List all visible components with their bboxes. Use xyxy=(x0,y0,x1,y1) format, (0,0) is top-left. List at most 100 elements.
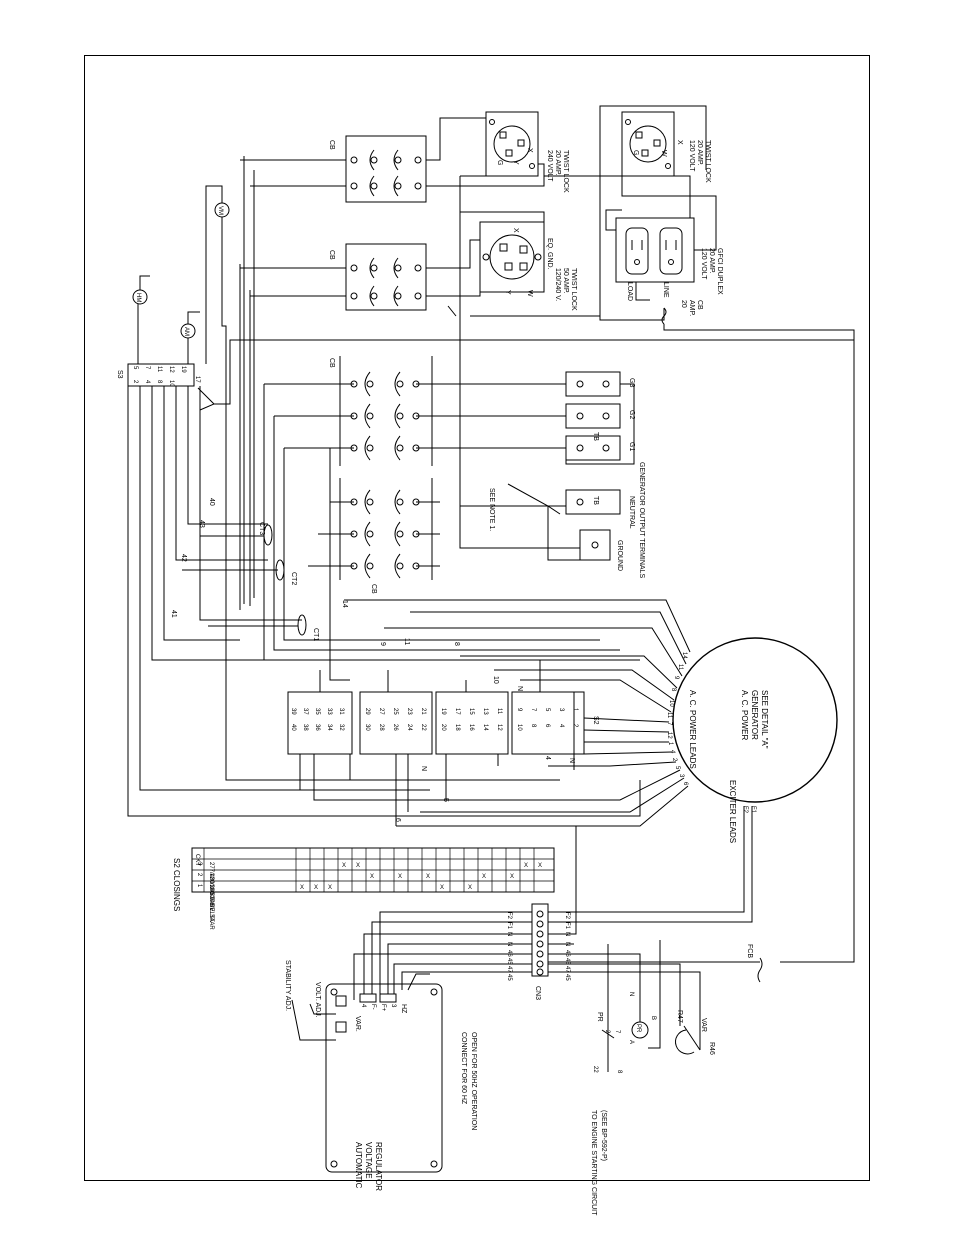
neutral-label: NEUTRAL xyxy=(628,496,635,529)
svg-text:12: 12 xyxy=(496,724,502,731)
s2-block-1: 39 40 37 38 35 36 33 34 31 32 xyxy=(290,708,344,731)
cb-label-2: CB xyxy=(328,250,335,260)
gen-title-1: A. C. POWER xyxy=(740,690,749,740)
avr-var: VAR. xyxy=(354,1016,361,1032)
svg-text:X: X xyxy=(524,863,528,869)
svg-text:12: 12 xyxy=(666,732,672,739)
avr-title-2: VOLTAGE xyxy=(364,1142,373,1179)
svg-text:5: 5 xyxy=(674,766,680,770)
svg-text:32: 32 xyxy=(338,724,344,731)
switch-s3: S3 5 2 7 4 11 8 12 10 19 17 xyxy=(116,363,215,411)
automatic-voltage-regulator: AUTOMATIC VOLTAGE REGULATOR VAR. HZ 4 F-… xyxy=(284,960,477,1191)
svg-text:36: 36 xyxy=(314,724,320,731)
wire-n1: N xyxy=(516,686,523,691)
pin-w2: W xyxy=(660,150,667,157)
svg-text:1: 1 xyxy=(196,884,202,888)
s3-pin-10: 10 xyxy=(168,380,174,387)
svg-text:47: 47 xyxy=(564,966,570,973)
receptacle-gfci-duplex: LOAD LINE 120 VOLT 20 AMP. GFCI DUPLEX xyxy=(615,217,723,301)
pin-g2: G xyxy=(632,150,639,155)
s2-closings-header: CKT xyxy=(194,854,200,866)
tb-label: TB xyxy=(592,432,599,441)
svg-text:17: 17 xyxy=(454,708,460,715)
rheostat-r47-r46: R47 R46 VAR xyxy=(675,1010,715,1055)
svg-text:3: 3 xyxy=(558,708,564,712)
s3-pin-12: 12 xyxy=(168,366,174,373)
pin-y3: Y xyxy=(504,290,511,295)
label-240v: 240 VOLT xyxy=(546,150,553,182)
avr-title-3: REGULATOR xyxy=(374,1142,383,1191)
g2-label: G2 xyxy=(628,410,635,419)
svg-text:1: 1 xyxy=(667,742,673,746)
svg-text:15: 15 xyxy=(468,708,474,715)
current-transformer-ct1: CT1 xyxy=(297,614,319,641)
circuit-breaker-top-2: CB xyxy=(328,243,427,311)
diagram-frame xyxy=(84,55,870,1181)
terminal-ground: GROUND xyxy=(579,529,623,571)
label-120v-gfci: 120 VOLT xyxy=(700,248,707,280)
svg-text:X: X xyxy=(440,885,444,891)
label-50a: 50 AMP. xyxy=(562,268,569,294)
svg-text:14: 14 xyxy=(482,724,488,731)
gen-title-3: SEE DETAIL "A" xyxy=(760,690,769,749)
svg-text:F+: F+ xyxy=(380,1004,386,1012)
svg-text:11: 11 xyxy=(496,708,502,715)
s2-label: S2 xyxy=(592,716,599,725)
gfci-load: LOAD xyxy=(626,282,633,301)
svg-text:7: 7 xyxy=(614,1030,620,1034)
cb-label-3: CB xyxy=(328,358,335,368)
svg-text:31: 31 xyxy=(338,708,344,715)
wire-42: 42 xyxy=(180,554,187,562)
ac-power-generator: A. C. POWER GENERATOR SEE DETAIL "A" A. … xyxy=(672,637,838,843)
label-20a-2: 20 AMP. xyxy=(696,140,703,166)
pin-g: G xyxy=(496,160,503,165)
volt-adj: VOLT. ADJ. xyxy=(314,982,321,1018)
s3-pin-19: 19 xyxy=(180,366,186,373)
lower-circuit-breaker: CB xyxy=(339,478,433,594)
svg-text:F1: F1 xyxy=(506,922,512,930)
s2-block-4: 9 10 7 8 5 6 3 4 1 2 xyxy=(516,708,578,731)
svg-text:X: X xyxy=(398,874,402,880)
wire-11: 11 xyxy=(403,638,410,645)
svg-text:1: 1 xyxy=(572,708,578,712)
svg-text:8: 8 xyxy=(670,688,676,692)
svg-text:N: N xyxy=(628,992,634,996)
pin-w3: W xyxy=(526,290,533,297)
cb20-val: 20 xyxy=(680,300,687,308)
s2-closings-title: S2 CLOSINGS xyxy=(172,858,181,911)
svg-text:X: X xyxy=(468,885,472,891)
wire-n2: N xyxy=(420,766,427,771)
svg-text:X: X xyxy=(314,885,318,891)
label-20a: 20 AMP. xyxy=(554,150,561,176)
svg-text:7: 7 xyxy=(530,708,536,712)
svg-text:277/480 V. STAR: 277/480 V. STAR xyxy=(208,862,214,908)
svg-text:9: 9 xyxy=(516,708,522,712)
wire-9: 9 xyxy=(379,642,386,646)
connect-note-2: OPEN FOR 50HZ OPERATION xyxy=(470,1032,477,1130)
s2-closings-marks: X X X X X X X X X X X X X X xyxy=(300,863,542,891)
s3-pin-8: 8 xyxy=(156,380,162,384)
wire-n3: N xyxy=(568,758,575,763)
svg-text:18: 18 xyxy=(454,724,460,731)
svg-text:X: X xyxy=(342,863,346,869)
svg-text:45: 45 xyxy=(506,958,512,965)
gen-title-2: GENERATOR xyxy=(750,690,759,740)
svg-text:3: 3 xyxy=(678,774,684,778)
label-twist-3: TWIST LOCK xyxy=(570,268,577,311)
exciter-leads-label: EXCITER LEADS xyxy=(728,780,737,843)
svg-text:35: 35 xyxy=(314,708,320,715)
main-circuit-breaker: CB xyxy=(328,356,433,466)
var-label: VAR xyxy=(700,1018,707,1032)
connect-note-1: CONNECT FOR 60 HZ xyxy=(460,1032,467,1105)
svg-text:F-: F- xyxy=(370,1004,376,1010)
vm-label: VM xyxy=(217,206,223,215)
svg-text:7: 7 xyxy=(666,722,672,726)
s2-block-3: 19 20 17 18 15 16 13 14 11 12 xyxy=(440,708,502,731)
svg-text:23: 23 xyxy=(406,708,412,715)
svg-text:19: 19 xyxy=(440,708,446,715)
circuit-breaker-top-1: CB xyxy=(328,135,427,203)
svg-text:24: 24 xyxy=(406,724,412,731)
svg-text:45: 45 xyxy=(506,974,512,981)
pin-x: X xyxy=(526,148,533,153)
